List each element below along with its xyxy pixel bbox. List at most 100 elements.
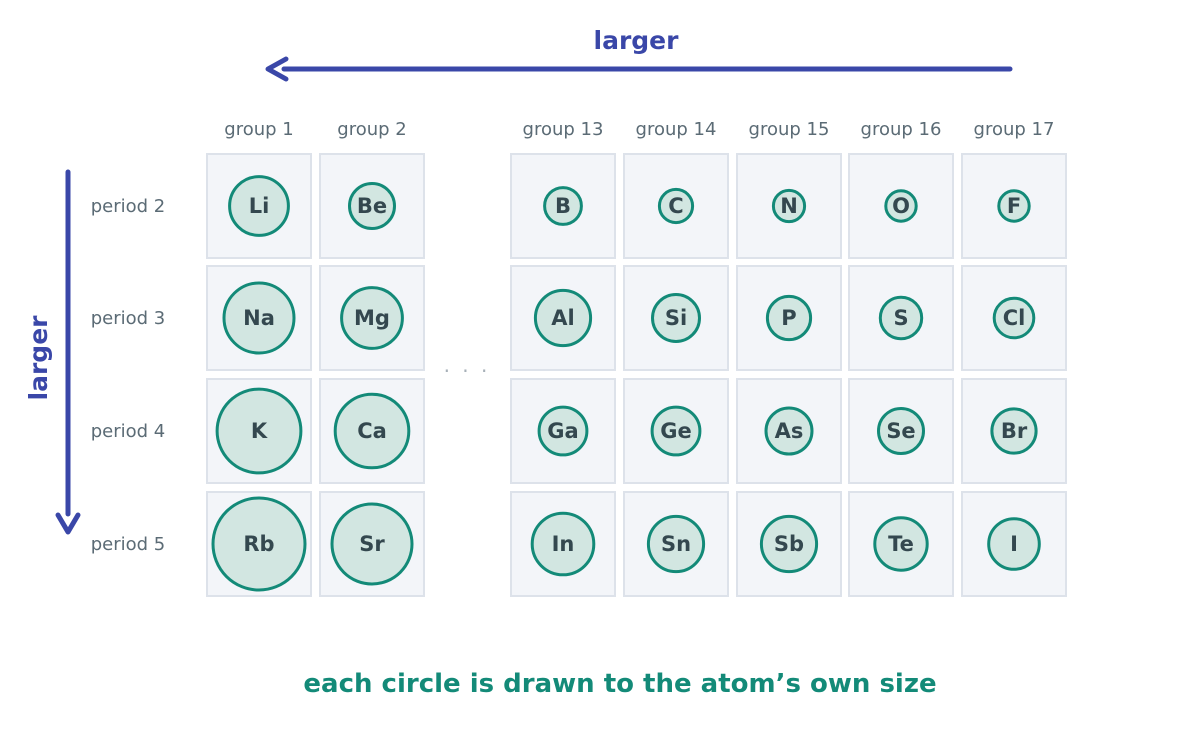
atom-circle xyxy=(759,514,819,574)
period-label: period 5 xyxy=(91,534,166,555)
element-cell: Se xyxy=(848,378,954,484)
cell-box xyxy=(510,378,616,484)
element-cell: C xyxy=(623,153,729,259)
atom-circle xyxy=(211,496,307,592)
element-symbol: N xyxy=(780,194,798,218)
atom-circle xyxy=(877,407,925,455)
group-label: group 17 xyxy=(974,119,1055,140)
element-cell: Rb xyxy=(206,491,312,597)
period-label: period 4 xyxy=(91,421,166,442)
atom-circle xyxy=(537,405,589,457)
element-symbol: S xyxy=(893,306,908,330)
element-symbol: Al xyxy=(551,306,574,330)
atom-circle xyxy=(330,502,414,586)
atom-circle xyxy=(543,186,583,226)
element-symbol: B xyxy=(555,194,571,218)
group-labels: group 1 group 2 group 13 group 14 group 15 gr… xyxy=(224,119,1054,140)
atom-circle xyxy=(646,514,706,574)
cell-box xyxy=(961,378,1067,484)
element-cell: Ca xyxy=(319,378,425,484)
element-cell: F xyxy=(961,153,1067,259)
atom-circle xyxy=(222,281,296,355)
element-cell: Cl xyxy=(961,265,1067,371)
element-symbol: As xyxy=(775,419,804,443)
period-label: period 3 xyxy=(91,308,166,329)
element-symbol: Cl xyxy=(1003,306,1026,330)
atom-circle xyxy=(765,294,813,342)
atom-circle xyxy=(771,188,807,224)
element-cell: Li xyxy=(206,153,312,259)
atom-circle xyxy=(650,405,702,457)
element-cell: S xyxy=(848,265,954,371)
element-cell: Sb xyxy=(736,491,842,597)
element-symbol: Sn xyxy=(661,532,691,556)
element-symbol: C xyxy=(668,194,683,218)
atom-circle xyxy=(333,392,411,470)
atom-circle xyxy=(348,182,396,230)
element-symbol: K xyxy=(251,419,268,443)
element-symbol: Sb xyxy=(774,532,804,556)
group-label: group 15 xyxy=(749,119,830,140)
atom-circle xyxy=(215,387,303,475)
side-trend-arrow xyxy=(55,169,81,535)
element-cell: In xyxy=(510,491,616,597)
element-cell: Si xyxy=(623,265,729,371)
element-cell: Al xyxy=(510,265,616,371)
element-symbol: In xyxy=(552,532,575,556)
atom-circle xyxy=(530,511,596,577)
side-trend-label: larger xyxy=(24,315,53,401)
atom-circle xyxy=(987,517,1041,571)
group-label: group 2 xyxy=(337,119,406,140)
atom-circle xyxy=(533,288,593,348)
atom-circle xyxy=(878,295,924,341)
gap-ellipsis: · · · xyxy=(444,359,491,383)
top-trend-arrow xyxy=(265,56,1013,82)
element-symbol: Sr xyxy=(359,532,385,556)
element-cell: Te xyxy=(848,491,954,597)
atom-circle xyxy=(651,293,701,343)
element-symbol: Br xyxy=(1001,419,1028,443)
group-label: group 14 xyxy=(636,119,717,140)
element-symbol: Se xyxy=(886,419,915,443)
atom-circle xyxy=(990,407,1038,455)
element-symbol: Ge xyxy=(660,419,691,443)
element-cell: Sr xyxy=(319,491,425,597)
element-cell: P xyxy=(736,265,842,371)
group-label: group 13 xyxy=(523,119,604,140)
element-cell: Mg xyxy=(319,265,425,371)
atom-circle xyxy=(997,189,1031,223)
element-cell: As xyxy=(736,378,842,484)
element-cell: I xyxy=(961,491,1067,597)
element-cell: N xyxy=(736,153,842,259)
cell-box xyxy=(319,265,425,371)
element-symbol: Li xyxy=(249,194,270,218)
element-cell: B xyxy=(510,153,616,259)
element-symbol: Ca xyxy=(357,419,387,443)
element-symbol: P xyxy=(781,306,796,330)
group-label: group 1 xyxy=(224,119,293,140)
element-cell: Na xyxy=(206,265,312,371)
element-cell: Ge xyxy=(623,378,729,484)
element-cell: Br xyxy=(961,378,1067,484)
atom-circle xyxy=(657,187,695,225)
period-labels: period 2 period 3 period 4 period 5 xyxy=(91,196,166,555)
period-label: period 2 xyxy=(91,196,166,217)
caption: each circle is drawn to the atom’s own s… xyxy=(303,669,936,699)
element-cell: Sn xyxy=(623,491,729,597)
element-symbol: O xyxy=(892,194,910,218)
element-symbol: F xyxy=(1007,194,1021,218)
cell-box xyxy=(848,378,954,484)
element-symbol: I xyxy=(1010,532,1018,556)
atom-circle xyxy=(873,516,929,572)
atom-circle xyxy=(884,189,918,223)
atom-circle xyxy=(992,296,1036,340)
element-cell: Be xyxy=(319,153,425,259)
element-symbol: Rb xyxy=(243,532,274,556)
element-symbol: Ga xyxy=(547,419,578,443)
element-symbol: Te xyxy=(888,532,914,556)
element-cell: O xyxy=(848,153,954,259)
group-label: group 16 xyxy=(861,119,942,140)
element-symbol: Be xyxy=(357,194,387,218)
